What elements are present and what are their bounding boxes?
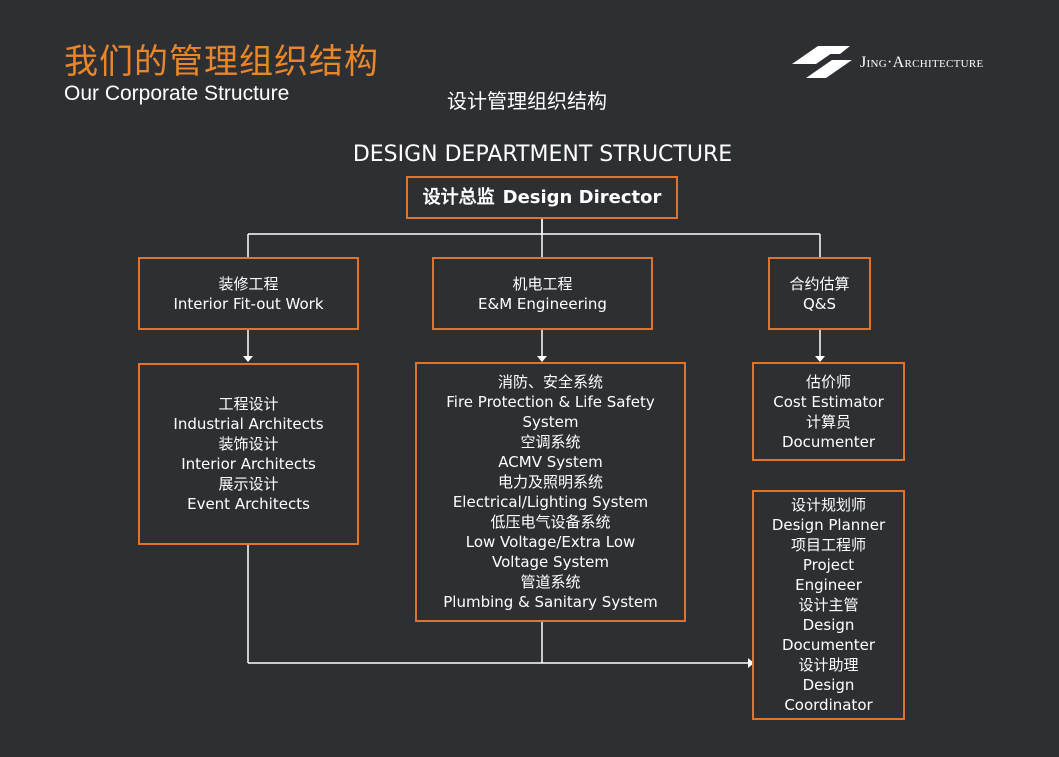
list-item: Coordinator [784,696,873,714]
list-item: 空调系统 [520,433,581,451]
list-item: 计算员 [805,412,851,431]
dept-em-en: E&M Engineering [478,294,607,313]
page-title-en: Our Corporate Structure [64,82,290,105]
list-item: Cost Estimator [773,392,884,411]
list-item: 管道系统 [520,573,581,591]
interior-roles-box: 工程设计 Industrial Architects 装饰设计 Interior… [138,363,359,545]
list-item: 展示设计 [218,475,279,493]
list-item: Interior Architects [181,455,316,473]
director-en: Design Director [502,186,662,208]
list-item: Fire Protection & Life Safety [446,393,655,411]
list-item: 装饰设计 [218,435,279,453]
list-item: 低压电气设备系统 [490,513,611,531]
dept-em-box: 机电工程 E&M Engineering [432,257,653,330]
dept-qs-cn: 合约估算 [789,274,850,293]
dept-em-cn: 机电工程 [512,274,573,293]
dept-qs-en: Q&S [802,294,837,313]
list-item: 项目工程师 [790,536,866,554]
list-item: Voltage System [492,553,609,571]
page-title-cn: 我们的管理组织结构 [64,42,379,82]
logo-text: Jing·Architecture [860,54,984,71]
list-item: Design [802,616,855,634]
list-item: 设计规划师 [790,496,866,514]
list-item: Design [802,676,855,694]
list-item: Design Planner [771,516,886,534]
design-roles-box: 设计规划师 Design Planner 项目工程师 Project Engin… [752,490,905,720]
diagram-title: DESIGN DEPARTMENT STRUCTURE [352,142,733,167]
dept-interior-cn: 装修工程 [218,274,279,293]
list-item: 估价师 [805,372,851,391]
list-item: 工程设计 [218,395,279,413]
dept-qs-box: 合约估算 Q&S [768,257,871,330]
list-item: Low Voltage/Extra Low [465,533,636,551]
page-subtitle-cn: 设计管理组织结构 [447,89,607,113]
list-item: Documenter [781,636,876,654]
list-item: 电力及照明系统 [497,473,603,491]
list-item: Industrial Architects [173,415,324,433]
em-systems-box: 消防、安全系统 Fire Protection & Life Safety Sy… [415,362,686,622]
list-item: 设计主管 [798,596,859,614]
list-item: System [522,413,579,431]
director-box: 设计总监 Design Director [406,176,678,219]
list-item: Plumbing & Sanitary System [443,593,658,611]
list-item: Engineer [795,576,862,594]
dept-interior-box: 装修工程 Interior Fit-out Work [138,257,359,330]
list-item: Event Architects [187,495,310,513]
list-item: Documenter [781,432,876,451]
director-cn: 设计总监 [422,186,495,208]
list-item: Electrical/Lighting System [452,493,649,511]
logo-icon [792,46,852,78]
list-item: ACMV System [498,453,603,471]
dept-interior-en: Interior Fit-out Work [173,294,324,313]
qs-roles-box: 估价师 Cost Estimator 计算员 Documenter [752,362,905,461]
list-item: Project [802,556,855,574]
list-item: 设计助理 [798,656,859,674]
list-item: 消防、安全系统 [497,373,603,391]
